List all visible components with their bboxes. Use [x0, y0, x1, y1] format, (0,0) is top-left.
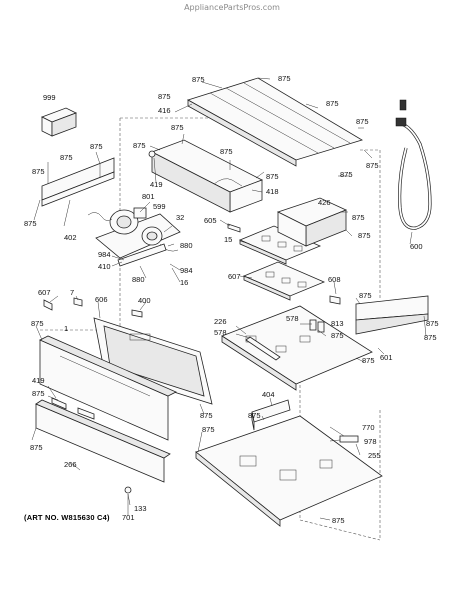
callout-c48: 875 [331, 331, 344, 340]
callout-c35: 607 [228, 272, 241, 281]
top-panel [186, 77, 363, 167]
callout-c27: 600 [410, 242, 423, 251]
callout-c20: 875 [340, 170, 353, 179]
callout-c11: 875 [220, 147, 233, 156]
callout-c53: 875 [32, 389, 45, 398]
callout-c12: 875 [60, 153, 73, 162]
callout-c18: 599 [153, 202, 166, 211]
callout-c42: 1 [64, 324, 69, 333]
callout-c47: 813 [331, 319, 344, 328]
callout-c31: 410 [98, 262, 111, 271]
callout-c64: 875 [332, 516, 345, 525]
callout-c34: 16 [180, 278, 189, 287]
side-panel-400 [355, 295, 429, 335]
callout-c5: 875 [158, 92, 171, 101]
trim-266 [35, 399, 171, 483]
art-number: (ART NO. W815630 C4) [24, 513, 110, 522]
callout-c63: 701 [122, 513, 135, 522]
callout-c1: 875 [192, 75, 205, 84]
base-tray [195, 415, 383, 527]
blower-motor-assembly [87, 207, 181, 267]
callout-c41: 875 [359, 291, 372, 300]
callout-c23: 426 [318, 198, 331, 207]
callout-c2: 875 [278, 74, 291, 83]
callout-c17: 801 [142, 192, 155, 201]
handle-226 [245, 336, 281, 361]
board-cover-426 [276, 197, 348, 247]
leader-lines [31, 77, 427, 521]
callout-c51: 601 [380, 353, 393, 362]
callout-c32: 880 [132, 275, 145, 284]
callout-c6: 999 [43, 93, 56, 102]
callout-c62: 133 [134, 504, 147, 513]
callout-c24: 875 [352, 213, 365, 222]
callout-c45: 578 [214, 328, 227, 337]
callout-c40: 400 [138, 296, 151, 305]
callout-c56: 875 [248, 411, 261, 420]
callout-c33: 984 [180, 266, 193, 275]
callout-c59: 978 [364, 437, 377, 446]
callout-c61: 266 [64, 460, 77, 469]
callout-c66: 875 [426, 319, 439, 328]
callout-c37: 607 [38, 288, 51, 297]
control-board-16 [242, 261, 326, 301]
callout-c22: 605 [204, 216, 217, 225]
callout-c19: 32 [176, 213, 185, 222]
callout-c57: 770 [362, 423, 375, 432]
callout-c29: 880 [180, 241, 193, 250]
callout-c8: 875 [356, 117, 369, 126]
callout-c7: 875 [171, 123, 184, 132]
callout-c9: 875 [90, 142, 103, 151]
callout-c65: 875 [30, 443, 43, 452]
callout-c36: 608 [328, 275, 341, 284]
callout-c52: 419 [32, 376, 45, 385]
callout-c28: 875 [24, 219, 37, 228]
callout-c55: 404 [262, 390, 275, 399]
callout-c25: 15 [224, 235, 233, 244]
callout-c16: 875 [266, 172, 279, 181]
vent-duct-418 [151, 139, 263, 213]
callout-c10: 875 [133, 141, 146, 150]
callout-c15: 875 [32, 167, 45, 176]
callout-c3: 875 [326, 99, 339, 108]
callout-c50: 875 [362, 356, 375, 365]
callout-c60: 255 [368, 451, 381, 460]
callout-c49: 875 [424, 333, 437, 342]
callout-c38: 7 [70, 288, 75, 297]
callout-c26: 875 [358, 231, 371, 240]
callout-c14: 418 [266, 187, 279, 196]
glass-panel-1 [39, 335, 177, 441]
callout-c30: 984 [98, 250, 111, 259]
callout-c39: 606 [95, 295, 108, 304]
callout-c43: 875 [31, 319, 44, 328]
kit-box-999 [41, 107, 77, 137]
watermark: AppliancePartsPros.com [184, 3, 280, 12]
callout-c46: 578 [286, 314, 299, 323]
small-parts [43, 150, 359, 494]
control-board-15 [238, 225, 322, 265]
callout-c58: 875 [202, 425, 215, 434]
hose-600 [395, 99, 432, 230]
control-panel-frame-7 [93, 317, 213, 405]
callout-c44: 226 [214, 317, 227, 326]
callout-c21: 402 [64, 233, 77, 242]
side-panel-402 [41, 157, 115, 207]
callout-c4: 416 [158, 106, 171, 115]
callout-c13: 419 [150, 180, 163, 189]
callout-c54: 875 [200, 411, 213, 420]
bracket-404 [251, 399, 291, 431]
chassis-plate [221, 305, 373, 391]
callout-c67: 875 [366, 161, 379, 170]
